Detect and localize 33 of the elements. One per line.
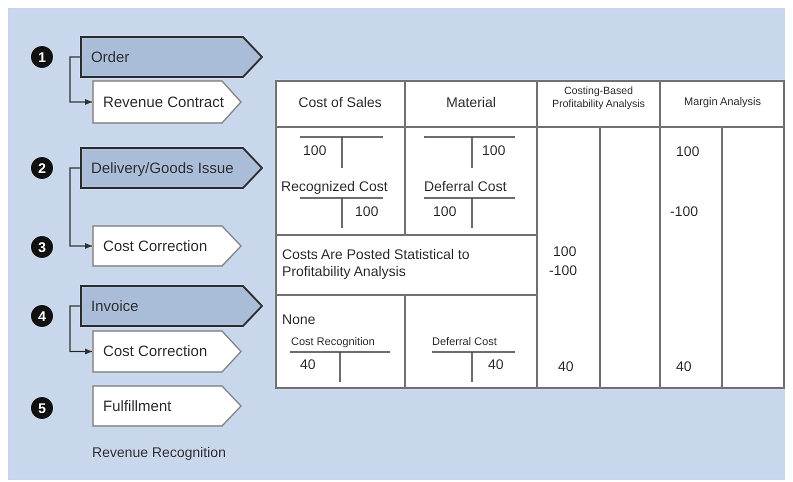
account-name: Deferral Cost: [432, 336, 497, 350]
account-name: None: [282, 311, 316, 328]
process-step: Delivery/Goods Issue: [80, 147, 263, 189]
column-header: Cost of Sales: [297, 94, 383, 111]
result-step: Fulfillment: [92, 385, 242, 427]
amount-value: 100: [355, 203, 378, 220]
amount-value: -100: [670, 203, 698, 220]
account-name: Deferral Cost: [424, 178, 506, 195]
result-step: Revenue Contract: [92, 80, 242, 124]
account-name: Cost Recognition: [291, 336, 375, 350]
result-step: Cost Correction: [92, 225, 242, 267]
amount-value: 40: [300, 356, 316, 373]
amount-value: 40: [558, 358, 574, 375]
amount-value: -100: [549, 262, 578, 279]
result-step: Cost Correction: [92, 330, 242, 373]
process-step: Order: [80, 36, 263, 78]
amount-value: 40: [488, 356, 504, 373]
note-text: Costs Are Posted Statistical to Profitability Analysis: [282, 246, 471, 280]
connector-arrow: [69, 167, 92, 249]
connector-arrow: [69, 305, 92, 354]
caption-text: Revenue Recognition: [92, 444, 226, 461]
amount-value: 100: [553, 243, 576, 260]
amount-value: 100: [482, 142, 506, 159]
amount-value: 100: [303, 142, 326, 159]
column-header: Material: [445, 94, 497, 111]
amount-value: 100: [433, 203, 456, 220]
column-header: Costing-Based Profitability Analysis: [551, 85, 646, 110]
amount-value: 100: [676, 143, 700, 160]
column-header: Margin Analysis: [682, 96, 762, 110]
account-name: Recognized Cost: [281, 178, 388, 195]
amount-value: 40: [676, 358, 692, 375]
connector-arrow: [69, 56, 92, 105]
process-step: Invoice: [80, 285, 263, 327]
